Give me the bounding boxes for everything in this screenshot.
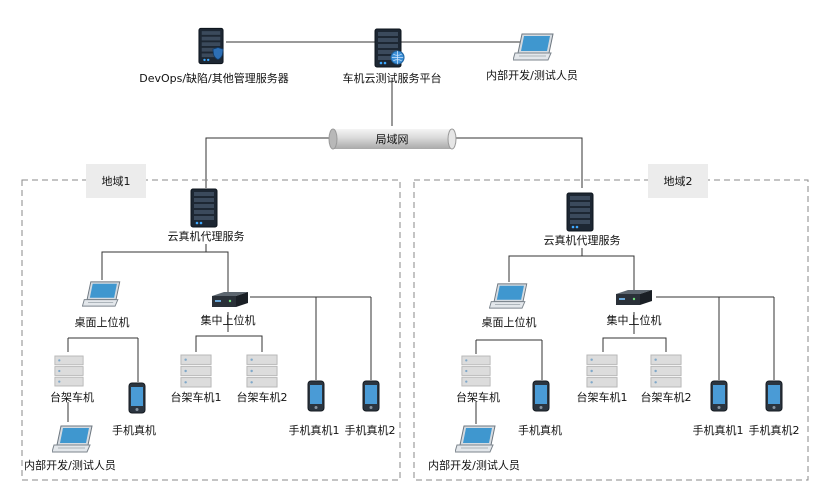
region-2-boundary	[413, 179, 809, 481]
region-1-phone-icon	[128, 382, 146, 414]
platform-label: 车机云测试服务平台	[343, 71, 442, 85]
region-2-title: 地域2	[664, 175, 693, 188]
region-2-desktop-label: 桌面上位机	[482, 315, 537, 329]
region-2-proxy-server-icon	[566, 192, 594, 232]
staff-laptop-icon	[513, 33, 554, 61]
region-2-central-label: 集中上位机	[607, 313, 662, 327]
region-2-rack-icon	[461, 355, 491, 387]
lan-cylinder	[328, 128, 457, 150]
region-2-rack2-icon	[650, 354, 682, 388]
region-2-proxy-label: 云真机代理服务	[544, 233, 621, 247]
region-2-phone2-icon	[765, 380, 783, 412]
region-2-phone2-label: 手机真机2	[749, 423, 800, 437]
region-1-rack2-icon	[246, 354, 278, 388]
region-2-phone1-label: 手机真机1	[693, 423, 744, 437]
region-2-staff-label: 内部开发/测试人员	[428, 458, 520, 472]
region-1-rack2-label: 台架车机2	[237, 390, 288, 404]
region-2-rack1-label: 台架车机1	[577, 390, 628, 404]
region-1-rack1-label: 台架车机1	[171, 390, 222, 404]
region-1-desktop-label: 桌面上位机	[75, 315, 130, 329]
staff-label: 内部开发/测试人员	[486, 68, 578, 82]
region-2-rack1-icon	[586, 354, 618, 388]
lan-label: 局域网	[376, 133, 409, 146]
devops-label: DevOps/缺陷/其他管理服务器	[139, 71, 289, 85]
region-1-proxy-label: 云真机代理服务	[168, 229, 245, 243]
region-1-boundary	[21, 179, 401, 481]
region-1-phone2-label: 手机真机2	[345, 423, 396, 437]
region-1-proxy-server-icon	[190, 188, 218, 228]
region-2-central-box-icon	[616, 290, 652, 305]
region-2-desktop-laptop-icon	[489, 283, 528, 309]
region-1-phone-label: 手机真机	[112, 423, 156, 437]
region-1-staff-laptop-icon	[52, 425, 93, 453]
region-2-phone1-icon	[710, 380, 728, 412]
region-1-phone2-icon	[362, 380, 380, 412]
region-2-rack-label: 台架车机	[456, 390, 500, 404]
region-1-title: 地域1	[102, 175, 131, 188]
region-2-rack2-label: 台架车机2	[641, 390, 692, 404]
region-1-central-box-icon	[212, 292, 248, 307]
globe-icon	[390, 50, 405, 65]
region-1-rack1-icon	[180, 354, 212, 388]
region-1-staff-label: 内部开发/测试人员	[24, 458, 116, 472]
region-1-phone1-icon	[307, 380, 325, 412]
region-2-tag	[648, 164, 708, 198]
region-1-central-label: 集中上位机	[201, 313, 256, 327]
region-1-tag	[86, 164, 146, 198]
region-2-staff-laptop-icon	[455, 425, 496, 453]
connection-lines	[67, 41, 775, 424]
region-2-phone-label: 手机真机	[518, 423, 562, 437]
region-1-rack-label: 台架车机	[50, 390, 94, 404]
region-1-desktop-laptop-icon	[82, 281, 121, 307]
region-2-phone-icon	[532, 380, 550, 412]
region-1-rack-icon	[54, 355, 84, 387]
region-1-phone1-label: 手机真机1	[289, 423, 340, 437]
